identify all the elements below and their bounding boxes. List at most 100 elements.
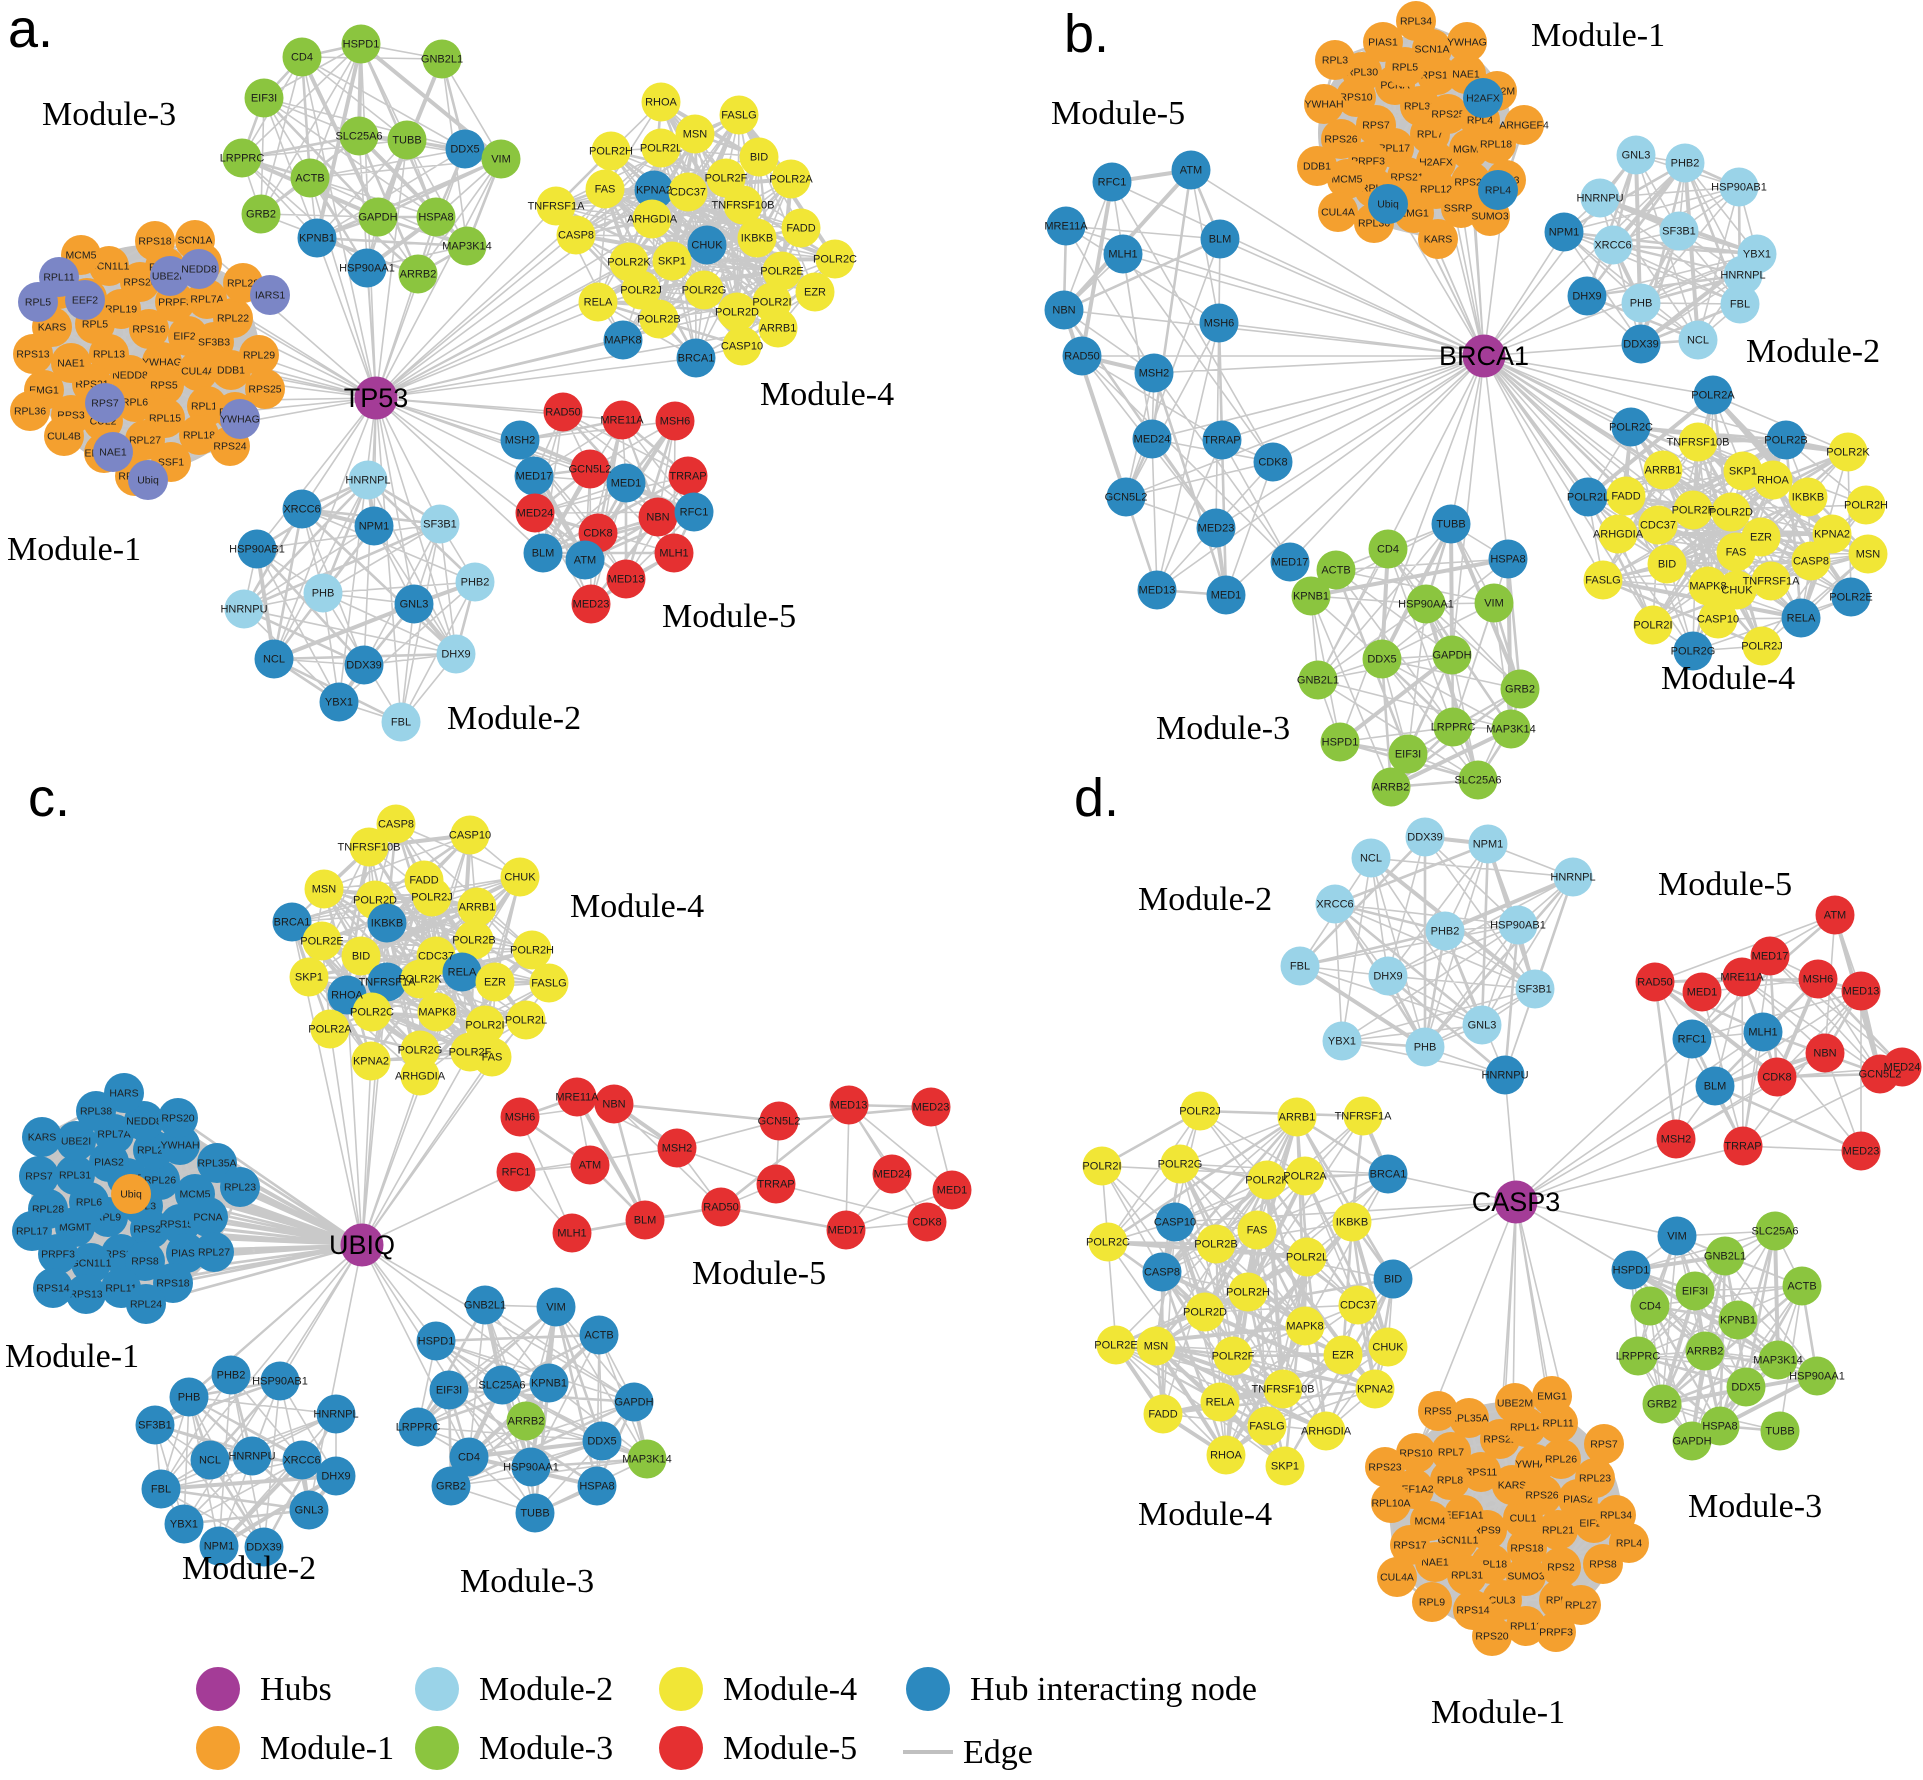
svg-text:Module-4: Module-4 — [570, 888, 704, 925]
svg-text:RPL13: RPL13 — [93, 349, 125, 361]
svg-text:BLM: BLM — [1704, 1081, 1727, 1093]
svg-text:LRPPRC: LRPPRC — [396, 1422, 441, 1434]
svg-text:Hub interacting node: Hub interacting node — [970, 1671, 1257, 1708]
svg-text:Module-3: Module-3 — [479, 1730, 613, 1767]
svg-text:RFC1: RFC1 — [502, 1167, 531, 1179]
svg-text:YBX1: YBX1 — [325, 697, 353, 709]
svg-text:ARHGDIA: ARHGDIA — [395, 1071, 446, 1083]
svg-text:RPL36: RPL36 — [14, 406, 46, 418]
svg-text:KPNB1: KPNB1 — [299, 233, 335, 245]
svg-text:RPL7A: RPL7A — [190, 294, 223, 306]
svg-text:RPL12: RPL12 — [1420, 184, 1452, 196]
svg-text:TNFRSF1A: TNFRSF1A — [359, 977, 417, 989]
svg-text:EZR: EZR — [1750, 532, 1772, 544]
svg-text:KARS: KARS — [28, 1132, 57, 1144]
svg-text:Module-5: Module-5 — [723, 1730, 857, 1767]
svg-text:HARS: HARS — [109, 1088, 138, 1100]
svg-text:HSPA8: HSPA8 — [418, 212, 453, 224]
svg-text:VIM: VIM — [1484, 598, 1504, 610]
svg-text:RPL5: RPL5 — [1392, 62, 1418, 74]
svg-text:POLR2H: POLR2H — [1844, 500, 1888, 512]
svg-text:MSH6: MSH6 — [1204, 318, 1235, 330]
svg-text:TNFRSF10B: TNFRSF10B — [712, 200, 775, 212]
svg-text:GNL3: GNL3 — [295, 1505, 324, 1517]
svg-text:EMG1: EMG1 — [1537, 1391, 1567, 1403]
svg-text:RPL11: RPL11 — [1542, 1418, 1573, 1430]
svg-text:NCL: NCL — [199, 1455, 221, 1467]
svg-text:RPS26: RPS26 — [1525, 1490, 1558, 1502]
svg-text:POLR2J: POLR2J — [620, 285, 662, 297]
svg-text:CUL1: CUL1 — [1510, 1513, 1537, 1525]
svg-text:CASP8: CASP8 — [1793, 556, 1829, 568]
svg-text:ARHGEF4: ARHGEF4 — [1499, 120, 1549, 132]
svg-text:RPS5: RPS5 — [1424, 1406, 1452, 1418]
svg-text:MRE11A: MRE11A — [1044, 221, 1088, 233]
svg-text:CDK8: CDK8 — [912, 1217, 941, 1229]
svg-text:Module-3: Module-3 — [1156, 710, 1290, 747]
svg-text:MED1: MED1 — [1211, 590, 1242, 602]
svg-text:KARS: KARS — [1498, 1480, 1527, 1492]
svg-text:RPL17: RPL17 — [1378, 143, 1410, 155]
svg-text:CDC37: CDC37 — [670, 187, 706, 199]
svg-text:RHOA: RHOA — [645, 97, 677, 109]
svg-text:MSN: MSN — [1144, 1341, 1169, 1353]
svg-text:NEDD8: NEDD8 — [181, 264, 217, 276]
svg-text:MLH1: MLH1 — [659, 548, 688, 560]
svg-text:DDX5: DDX5 — [1731, 1382, 1760, 1394]
svg-text:CUL4A: CUL4A — [1321, 207, 1355, 219]
svg-text:MED17: MED17 — [1272, 557, 1309, 569]
svg-text:VIM: VIM — [546, 1302, 566, 1314]
svg-text:RPL4: RPL4 — [1616, 1538, 1642, 1550]
svg-text:YWHAG: YWHAG — [1447, 37, 1487, 49]
svg-text:MED13: MED13 — [608, 574, 645, 586]
svg-text:HSP90AA1: HSP90AA1 — [1398, 599, 1454, 611]
svg-text:YWHAH: YWHAH — [160, 1140, 199, 1152]
svg-text:ACTB: ACTB — [1787, 1281, 1816, 1293]
svg-text:FAS: FAS — [1726, 547, 1747, 559]
svg-text:CDC37: CDC37 — [1340, 1300, 1376, 1312]
svg-text:BLM: BLM — [634, 1215, 657, 1227]
svg-text:Module-4: Module-4 — [1661, 660, 1795, 697]
svg-text:SLC25A6: SLC25A6 — [1454, 775, 1501, 787]
svg-text:RPS5: RPS5 — [150, 380, 178, 392]
svg-text:RPL34: RPL34 — [1400, 16, 1432, 28]
svg-text:KPNA2: KPNA2 — [636, 185, 672, 197]
svg-text:GNB2L1: GNB2L1 — [464, 1300, 506, 1312]
svg-text:NPM1: NPM1 — [359, 521, 390, 533]
svg-text:RELA: RELA — [584, 297, 613, 309]
svg-text:SCN1A: SCN1A — [177, 235, 212, 247]
svg-text:RPL6: RPL6 — [76, 1197, 102, 1209]
svg-text:BLM: BLM — [532, 548, 555, 560]
svg-text:MRE11A: MRE11A — [555, 1092, 599, 1104]
svg-text:MED17: MED17 — [1752, 951, 1789, 963]
svg-text:HNRNPL: HNRNPL — [313, 1409, 358, 1421]
svg-text:POLR2D: POLR2D — [1183, 1307, 1227, 1319]
svg-text:EZR: EZR — [1332, 1350, 1354, 1362]
svg-text:MAP3K14: MAP3K14 — [442, 241, 492, 253]
svg-text:XRCC6: XRCC6 — [1316, 899, 1353, 911]
svg-text:RPL15: RPL15 — [149, 413, 181, 425]
svg-text:RPL26: RPL26 — [144, 1175, 176, 1187]
svg-text:SKP1: SKP1 — [658, 256, 686, 268]
svg-text:RPL9: RPL9 — [1419, 1597, 1445, 1609]
svg-text:RPL28: RPL28 — [32, 1204, 64, 1216]
svg-text:MRE11A: MRE11A — [600, 415, 644, 427]
svg-text:SF3B1: SF3B1 — [1518, 984, 1552, 996]
svg-text:RPS2: RPS2 — [1547, 1562, 1575, 1574]
svg-text:KARS: KARS — [38, 322, 67, 334]
svg-text:RPL34: RPL34 — [1600, 1510, 1632, 1522]
svg-text:KPNA2: KPNA2 — [1814, 529, 1850, 541]
svg-text:MED24: MED24 — [517, 508, 554, 520]
svg-text:EIF3I: EIF3I — [251, 93, 277, 105]
svg-text:NBN: NBN — [1813, 1048, 1836, 1060]
svg-text:RPL7A: RPL7A — [97, 1129, 130, 1141]
svg-text:FBL: FBL — [151, 1484, 171, 1496]
svg-text:PHB: PHB — [1414, 1042, 1437, 1054]
svg-text:POLR2K: POLR2K — [1245, 1175, 1289, 1187]
svg-text:Module-5: Module-5 — [662, 598, 796, 635]
svg-text:SKP1: SKP1 — [1729, 466, 1757, 478]
svg-text:ACTB: ACTB — [1321, 565, 1350, 577]
svg-text:RFC1: RFC1 — [680, 507, 709, 519]
svg-text:RPS7: RPS7 — [25, 1171, 53, 1183]
svg-text:DDX39: DDX39 — [1407, 832, 1442, 844]
